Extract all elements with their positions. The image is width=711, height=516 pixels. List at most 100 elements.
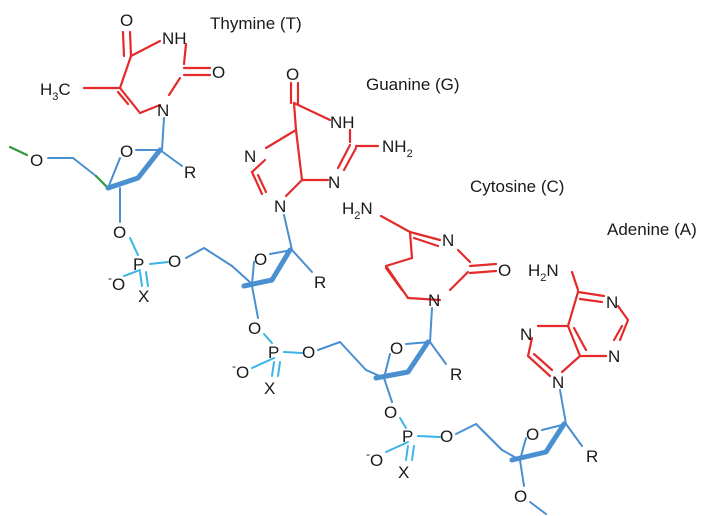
bond <box>161 117 165 151</box>
bond <box>203 247 233 267</box>
bond <box>429 307 433 343</box>
minus: - <box>366 447 370 461</box>
bond <box>411 445 415 461</box>
sugar2-o3: O <box>248 319 261 338</box>
bond <box>339 341 367 371</box>
cytosine-o: O <box>498 261 511 280</box>
phosphate-1 <box>123 237 233 287</box>
bond <box>231 265 253 285</box>
thymine-methyl: H3C <box>40 80 71 103</box>
bond <box>123 269 141 277</box>
bond <box>468 269 498 275</box>
bond <box>406 296 442 302</box>
bond <box>385 441 409 453</box>
minus: - <box>108 271 112 285</box>
methyl-h: H <box>40 80 52 99</box>
bond <box>429 341 447 365</box>
guanine-n9: N <box>274 197 286 216</box>
phosphate-2 <box>251 333 367 377</box>
bond <box>118 54 133 90</box>
bond <box>283 351 303 354</box>
bond <box>251 261 255 285</box>
bond <box>526 336 534 358</box>
bond <box>129 237 139 256</box>
adenine-n1: N <box>606 293 618 312</box>
bond <box>264 128 298 150</box>
phos1-o-right: O <box>168 252 181 271</box>
o: O <box>112 275 125 294</box>
adenine-base <box>526 270 630 378</box>
bond <box>572 326 588 352</box>
bond <box>167 76 182 97</box>
cytosine-nh2: H2N <box>342 199 373 222</box>
two: 2 <box>354 210 360 222</box>
guanine-base <box>250 81 380 198</box>
bond <box>456 248 472 264</box>
bond <box>475 423 503 451</box>
sugar4-o3: O <box>514 487 527 506</box>
phos3-x: X <box>398 463 409 482</box>
n: N <box>360 199 372 218</box>
bond <box>399 417 407 429</box>
sugar3-r: R <box>450 365 462 384</box>
bond <box>94 174 110 190</box>
bond <box>283 214 293 251</box>
bond <box>342 146 358 172</box>
bond <box>612 324 624 342</box>
bond <box>138 103 162 115</box>
sugar-2 <box>231 214 313 319</box>
adenine-n7: N <box>520 325 532 344</box>
bond <box>526 354 552 378</box>
o: O <box>370 451 383 470</box>
adenine-n9: N <box>552 373 564 392</box>
adenine-label: Adenine (A) <box>607 220 697 239</box>
bond <box>383 377 393 403</box>
bond <box>570 270 580 292</box>
phos2-o-minus: -O <box>232 359 249 382</box>
bond <box>159 149 183 167</box>
phos1-o-minus: -O <box>108 271 125 294</box>
two: 2 <box>540 272 546 284</box>
sugar3-ring-o: O <box>390 339 403 358</box>
thymine-label: Thymine (T) <box>210 14 302 33</box>
bond <box>185 247 205 259</box>
o: O <box>236 363 249 382</box>
sugar4-r: R <box>586 447 598 466</box>
thymine-o-top: O <box>120 11 133 30</box>
h: H <box>342 199 354 218</box>
thymine-o-right: O <box>212 63 225 82</box>
adenine-nh2: H2N <box>528 261 559 284</box>
bond <box>291 249 313 273</box>
bond <box>284 178 304 198</box>
ring-thick <box>509 421 567 463</box>
bond <box>379 214 412 234</box>
phosphate-3 <box>385 417 503 461</box>
bond <box>519 459 525 487</box>
bond <box>384 256 414 268</box>
minus: - <box>232 359 236 373</box>
guanine-nh: NH <box>330 113 355 132</box>
bond <box>336 143 352 170</box>
terminal-bond <box>8 145 29 157</box>
bond <box>145 271 149 287</box>
bond <box>529 501 547 515</box>
bond <box>263 333 273 344</box>
sugar3-o3: O <box>384 403 397 422</box>
bond <box>417 435 441 438</box>
thymine-nh: NH <box>162 29 187 48</box>
bond <box>256 173 268 194</box>
bond <box>107 157 121 189</box>
bond <box>578 297 604 304</box>
phos2-p: P <box>268 343 279 362</box>
guanine-n3: N <box>328 173 340 192</box>
methyl-3: 3 <box>52 91 58 103</box>
guanine-o: O <box>286 65 299 84</box>
sugar2-ring-o: O <box>254 250 267 269</box>
sugar4-ring-o: O <box>526 425 539 444</box>
sugar1-ring-o: O <box>120 142 133 161</box>
n: N <box>546 261 558 280</box>
two: 2 <box>407 148 413 160</box>
bond <box>618 318 630 342</box>
bond <box>468 262 498 268</box>
bond <box>616 304 630 322</box>
